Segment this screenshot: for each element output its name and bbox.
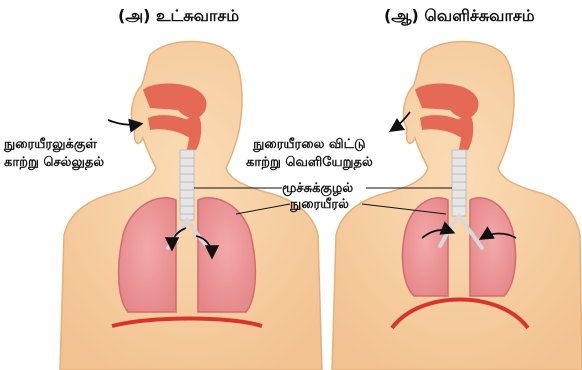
inhale-label-line1: நுரையீரலுக்குள்: [4, 136, 104, 154]
inhale-label-line2: காற்று செல்லுதல்: [4, 154, 104, 172]
exhale-label-line2: காற்று வெளியேறுதல்: [246, 154, 373, 172]
inhale-label: நுரையீரலுக்குள் காற்று செல்லுதல்: [4, 136, 104, 172]
inhale-trachea: [180, 150, 194, 220]
exhale-figure: [332, 41, 582, 370]
exhale-trachea: [452, 150, 466, 216]
exhale-label-line1: நுரையீரலை விட்டு: [246, 136, 373, 154]
exhale-title: (ஆ) வெளிச்சுவாசம்: [384, 6, 535, 27]
lung-label: நுரையீரல்: [290, 196, 349, 214]
exhale-label: நுரையீரலை விட்டு காற்று வெளியேறுதல்: [246, 136, 373, 172]
inhale-title: (அ) உட்சுவாசம்: [118, 6, 239, 27]
